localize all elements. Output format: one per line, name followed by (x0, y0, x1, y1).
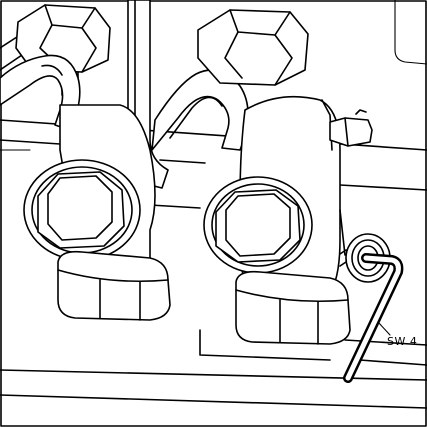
wall-panel (0, 0, 427, 409)
callout-leader-line (377, 321, 391, 336)
left-front-hex-nut (23, 159, 141, 261)
callout-label: SW 4 (387, 335, 417, 348)
right-top-hex-nut (197, 9, 309, 86)
right-front-hex-nut (203, 176, 313, 274)
hex-key-tool (343, 253, 404, 383)
right-bottom-nut (235, 270, 351, 345)
side-fitting-right (329, 109, 373, 147)
left-bottom-nut (57, 250, 171, 321)
